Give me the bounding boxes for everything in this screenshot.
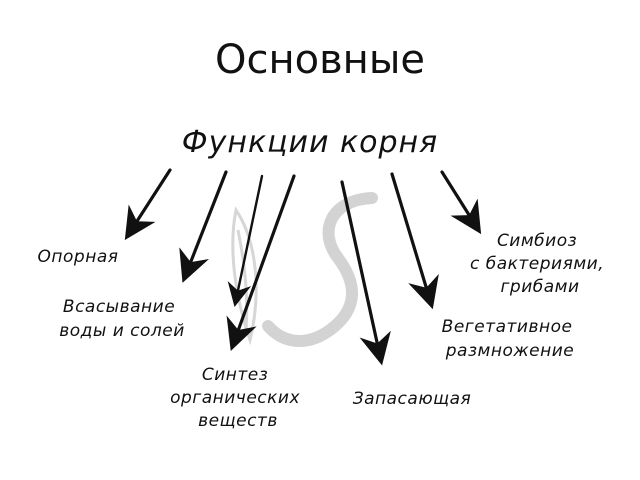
label-vegetative: Вегетативное размножение [442,317,579,361]
arrow-to-storage [340,180,391,366]
arrow-to-support [124,168,172,241]
arrow-to-absorption [179,170,228,283]
arrows [124,168,482,366]
arrow-secondary [227,174,264,308]
label-storage: Запасающая [353,389,472,409]
arrow-to-vegetative [390,172,439,310]
label-support: Опорная [38,247,119,267]
arrow-to-synthesis [226,174,296,352]
label-synthesis: Синтез органических веществ [170,365,306,431]
slide-title: Основные [214,37,426,83]
diagram-heading: Функции корня [182,125,438,160]
label-symbiosis: Симбиоз с бактериями, грибами [470,231,610,297]
arrow-to-symbiosis [440,170,482,235]
label-absorption: Всасывание воды и солей [59,297,185,341]
